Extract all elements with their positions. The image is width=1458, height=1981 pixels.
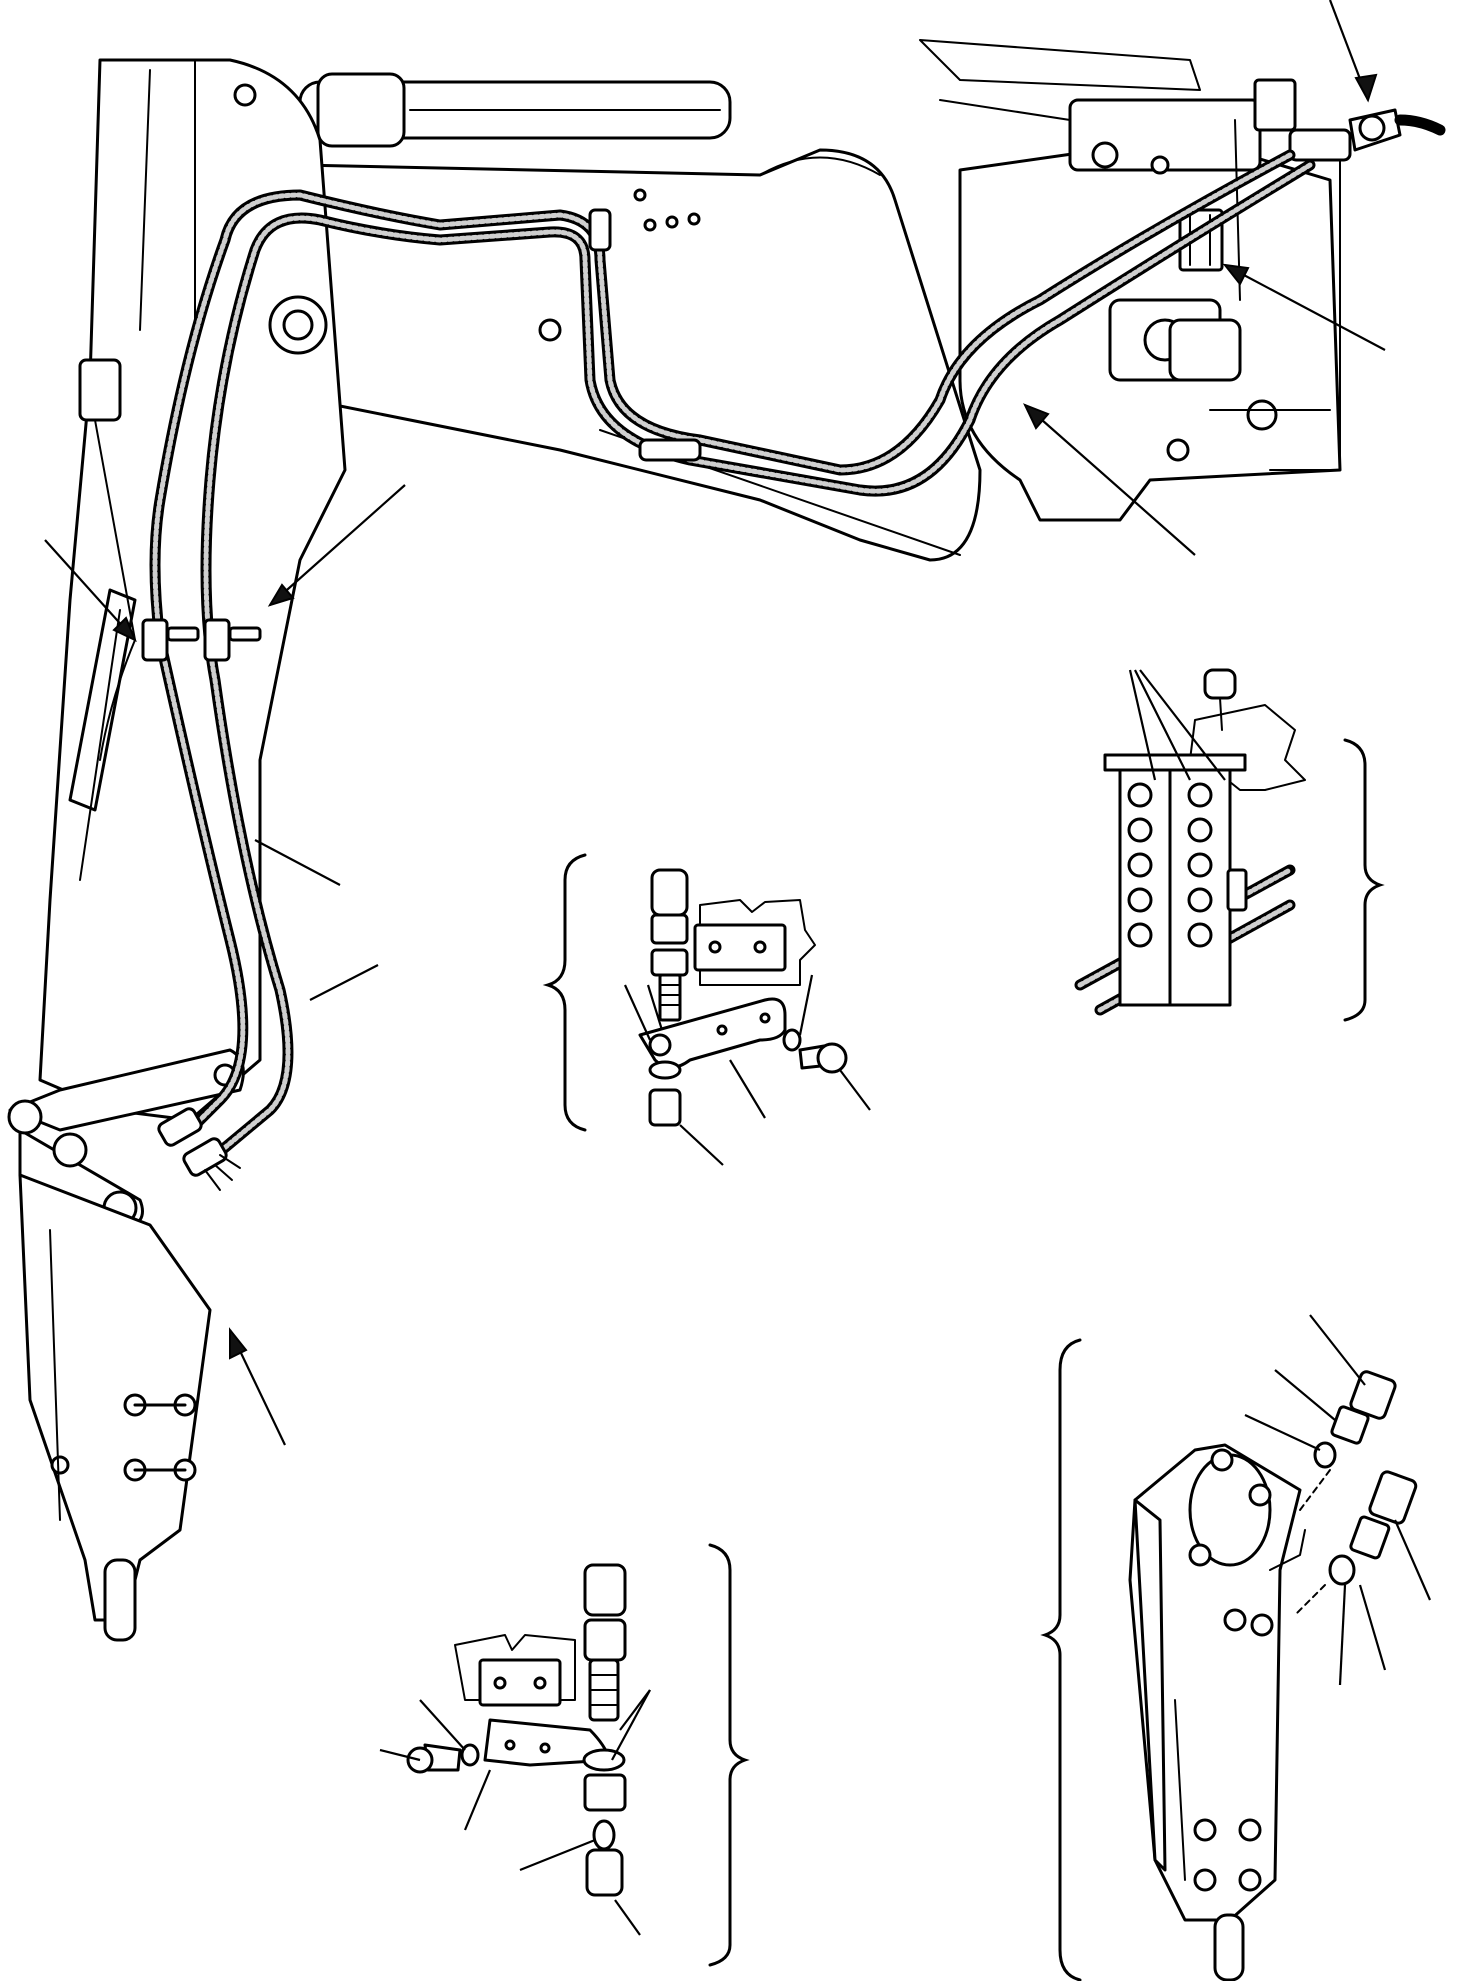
excavator-arm-assembly: [7, 0, 1446, 1642]
clamp-detail-right: [1074, 668, 1385, 1022]
bracket-detail-lower: [379, 1543, 750, 1967]
hydraulic-breaker: [18, 1173, 212, 1642]
boom: [298, 148, 982, 562]
arm-cylinder: [68, 419, 137, 881]
boom-cylinder: [298, 72, 732, 148]
bracket-detail-left-upper: [542, 853, 871, 1166]
leader-arrows-main: [44, 0, 1386, 1446]
breaker-connection-detail: [1040, 1314, 1432, 1981]
hose-coupler-top-right: [1288, 108, 1446, 162]
arm: [38, 58, 347, 1122]
hydraulic-hoses: [141, 149, 1316, 1191]
